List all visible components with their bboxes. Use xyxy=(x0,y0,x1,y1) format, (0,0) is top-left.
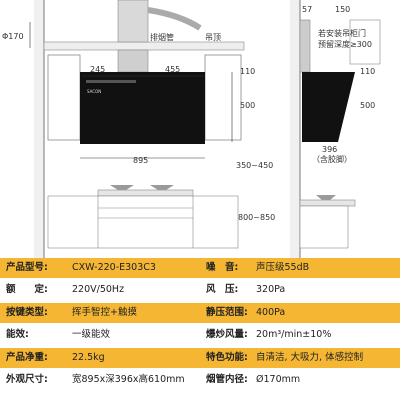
hood-side-view xyxy=(302,72,355,142)
ceiling-line xyxy=(43,41,245,51)
left-wall xyxy=(34,0,44,258)
spec-value: 20m³/min±10% xyxy=(256,329,332,340)
dim-396-note: （含胶脚） xyxy=(312,154,352,164)
dim-396: 396 xyxy=(322,145,337,154)
dim-350-450: 350~450 xyxy=(236,161,273,170)
dim-245: 245 xyxy=(90,65,105,74)
dim-455: 455 xyxy=(165,65,180,74)
spec-value: Ø170mm xyxy=(256,374,301,385)
spec-label: 额 定: xyxy=(6,284,48,295)
spec-value: 挥手智控+触摸 xyxy=(72,307,137,318)
dim-895: 895 xyxy=(133,156,148,165)
spec-row: 能效: 一级能效 爆炒风量: 20m³/min±10% xyxy=(0,325,400,345)
spec-row: 按键类型: 挥手智控+触摸 静压范围: 400Pa xyxy=(0,303,400,323)
base-cabinets xyxy=(47,195,239,249)
spec-label: 产品型号: xyxy=(6,262,48,273)
spec-table: 产品型号: CXW-220-E303C3 噪 音: 声压级55dB 额 定: 2… xyxy=(0,258,400,400)
spec-label: 爆炒风量: xyxy=(206,329,248,340)
spec-value: CXW-220-E303C3 xyxy=(72,262,156,273)
spec-row: 产品净重: 22.5kg 特色功能: 自清洁, 大吸力, 体感控制 xyxy=(0,348,400,368)
spec-value: 22.5kg xyxy=(72,352,105,363)
upper-cabinet-left xyxy=(47,54,81,141)
spec-label: 能效: xyxy=(6,329,29,340)
spec-label: 静压范围: xyxy=(206,307,248,318)
dim-500-left: 500 xyxy=(240,101,255,110)
ceiling-label: 吊顶 xyxy=(205,33,221,42)
dim-150: 150 xyxy=(335,5,350,14)
spec-label: 风 压: xyxy=(206,284,239,295)
duct-diameter-label: Φ170 xyxy=(2,32,24,41)
spec-row: 外观尺寸: 宽895x深396x高610mm 烟管内径: Ø170mm xyxy=(0,370,400,390)
spec-label: 产品净重: xyxy=(6,352,48,363)
exhaust-pipe-label: 排烟管 xyxy=(150,32,174,42)
spec-value: 声压级55dB xyxy=(256,262,310,273)
spec-label: 烟管内径: xyxy=(206,374,248,385)
cabinet-note-2: 预留深度≥300 xyxy=(318,39,372,49)
spec-label: 外观尺寸: xyxy=(6,374,48,385)
dim-110-right: 110 xyxy=(360,67,375,76)
installation-diagram: SACON Φ170 排烟管 吊顶 245 455 110 500 895 35… xyxy=(2,0,381,258)
spec-label: 特色功能: xyxy=(206,352,248,363)
spec-row: 产品型号: CXW-220-E303C3 噪 音: 声压级55dB xyxy=(0,258,400,278)
upper-cabinet-right xyxy=(204,54,242,141)
side-counter xyxy=(299,195,356,249)
cabinet-note-1: 若安装吊柜门 xyxy=(318,28,366,38)
spec-label: 按键类型: xyxy=(6,307,48,318)
dim-500-right: 500 xyxy=(360,101,375,110)
dim-800-850: 800~850 xyxy=(238,213,275,222)
spec-value: 一级能效 xyxy=(72,329,111,340)
spec-value: 自清洁, 大吸力, 体感控制 xyxy=(256,352,364,363)
dim-57: 57 xyxy=(302,5,312,14)
exhaust-duct xyxy=(117,0,202,73)
spec-value: 320Pa xyxy=(256,284,286,295)
spec-value: 400Pa xyxy=(256,307,286,318)
spec-row: 额 定: 220V/50Hz 风 压: 320Pa xyxy=(0,280,400,300)
spec-value: 宽895x深396x高610mm xyxy=(72,374,185,385)
range-hood: SACON xyxy=(80,72,205,144)
spec-label: 噪 音: xyxy=(206,262,239,273)
spec-value: 220V/50Hz xyxy=(72,284,125,295)
dim-110-left: 110 xyxy=(240,67,255,76)
brand-logo: SACON xyxy=(87,89,101,94)
stove-counter xyxy=(97,185,194,197)
